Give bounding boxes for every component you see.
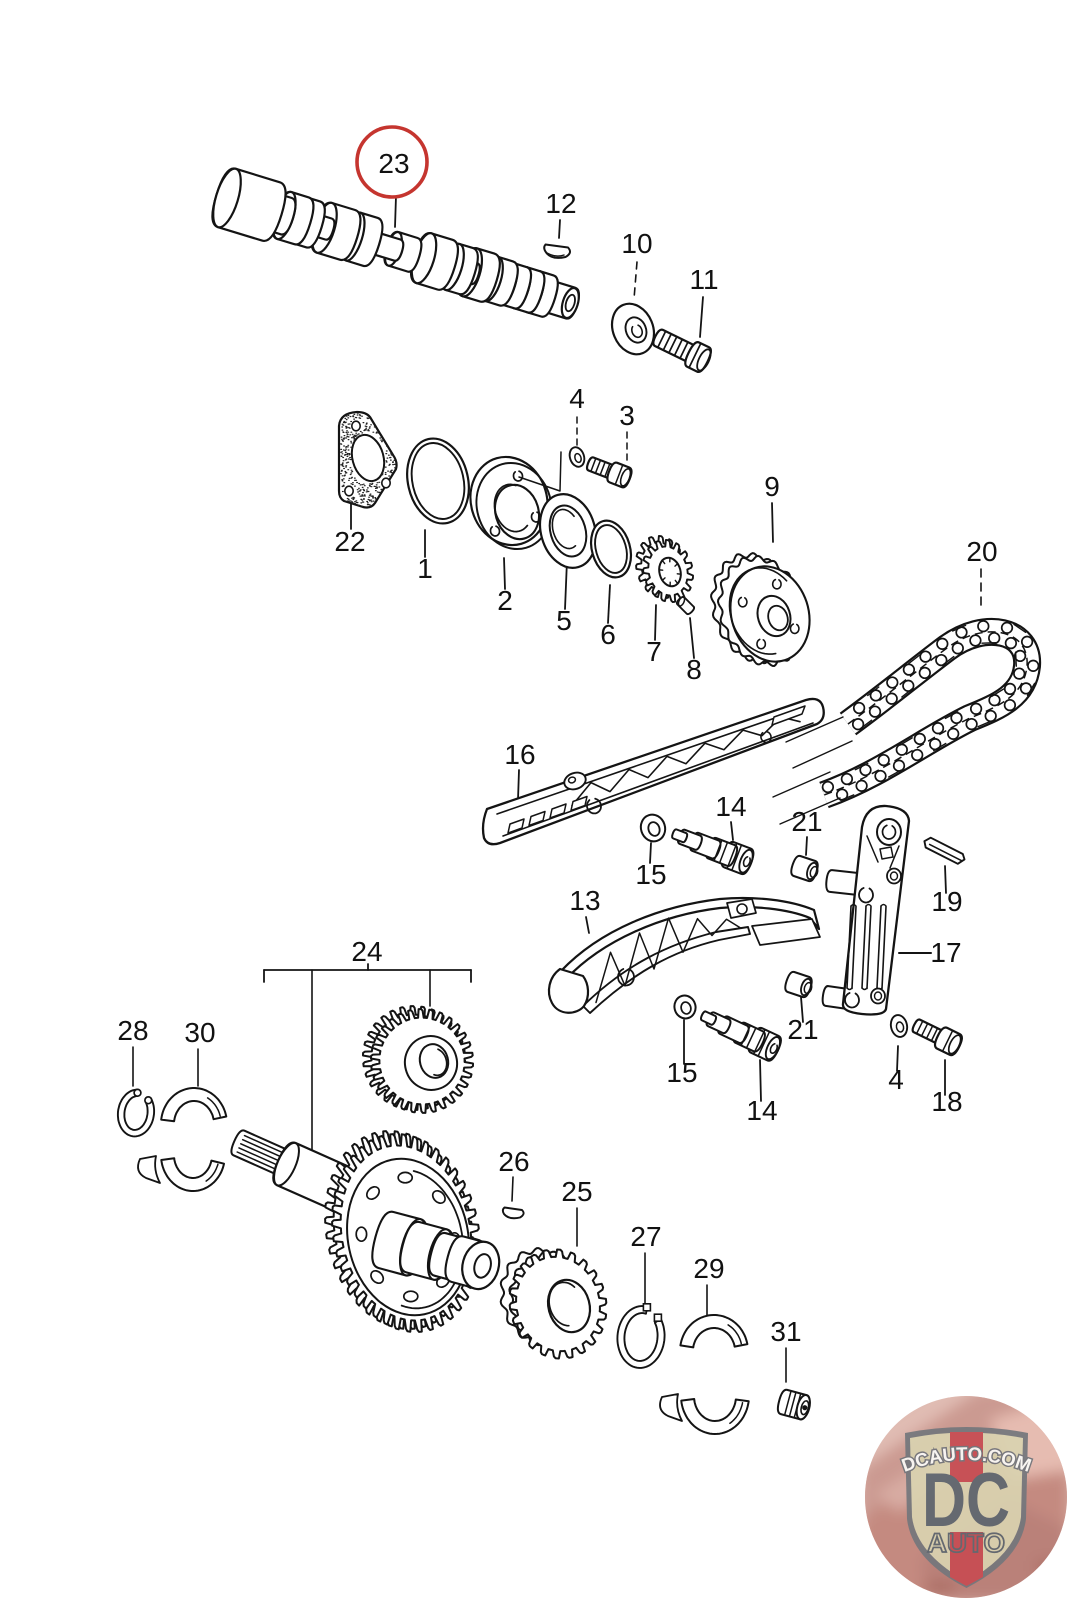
svg-text:10: 10 — [621, 228, 652, 259]
svg-text:4: 4 — [888, 1064, 904, 1095]
svg-text:3: 3 — [619, 400, 635, 431]
svg-text:16: 16 — [504, 739, 535, 770]
svg-text:4: 4 — [569, 383, 585, 414]
svg-text:1: 1 — [417, 553, 433, 584]
svg-text:19: 19 — [931, 886, 962, 917]
svg-text:25: 25 — [561, 1176, 592, 1207]
svg-text:14: 14 — [715, 791, 746, 822]
svg-text:24: 24 — [351, 936, 382, 967]
svg-text:2: 2 — [497, 585, 513, 616]
svg-text:14: 14 — [746, 1095, 777, 1126]
svg-text:26: 26 — [498, 1146, 529, 1177]
svg-text:9: 9 — [764, 471, 780, 502]
svg-text:13: 13 — [569, 885, 600, 916]
svg-text:15: 15 — [635, 859, 666, 890]
svg-text:21: 21 — [791, 806, 822, 837]
svg-text:17: 17 — [930, 937, 961, 968]
svg-text:23: 23 — [378, 148, 409, 179]
svg-text:18: 18 — [931, 1086, 962, 1117]
svg-text:28: 28 — [117, 1015, 148, 1046]
svg-text:8: 8 — [686, 654, 702, 685]
svg-text:5: 5 — [556, 605, 572, 636]
svg-text:DC: DC — [922, 1458, 1010, 1543]
svg-text:22: 22 — [334, 526, 365, 557]
svg-text:27: 27 — [630, 1221, 661, 1252]
svg-text:30: 30 — [184, 1017, 215, 1048]
svg-text:29: 29 — [693, 1253, 724, 1284]
svg-text:15: 15 — [666, 1057, 697, 1088]
svg-text:12: 12 — [545, 188, 576, 219]
svg-text:11: 11 — [689, 264, 718, 295]
svg-text:6: 6 — [600, 619, 616, 650]
svg-text:20: 20 — [966, 536, 997, 567]
svg-text:7: 7 — [646, 636, 662, 667]
svg-text:31: 31 — [770, 1316, 801, 1347]
svg-text:AUTO: AUTO — [927, 1528, 1005, 1558]
